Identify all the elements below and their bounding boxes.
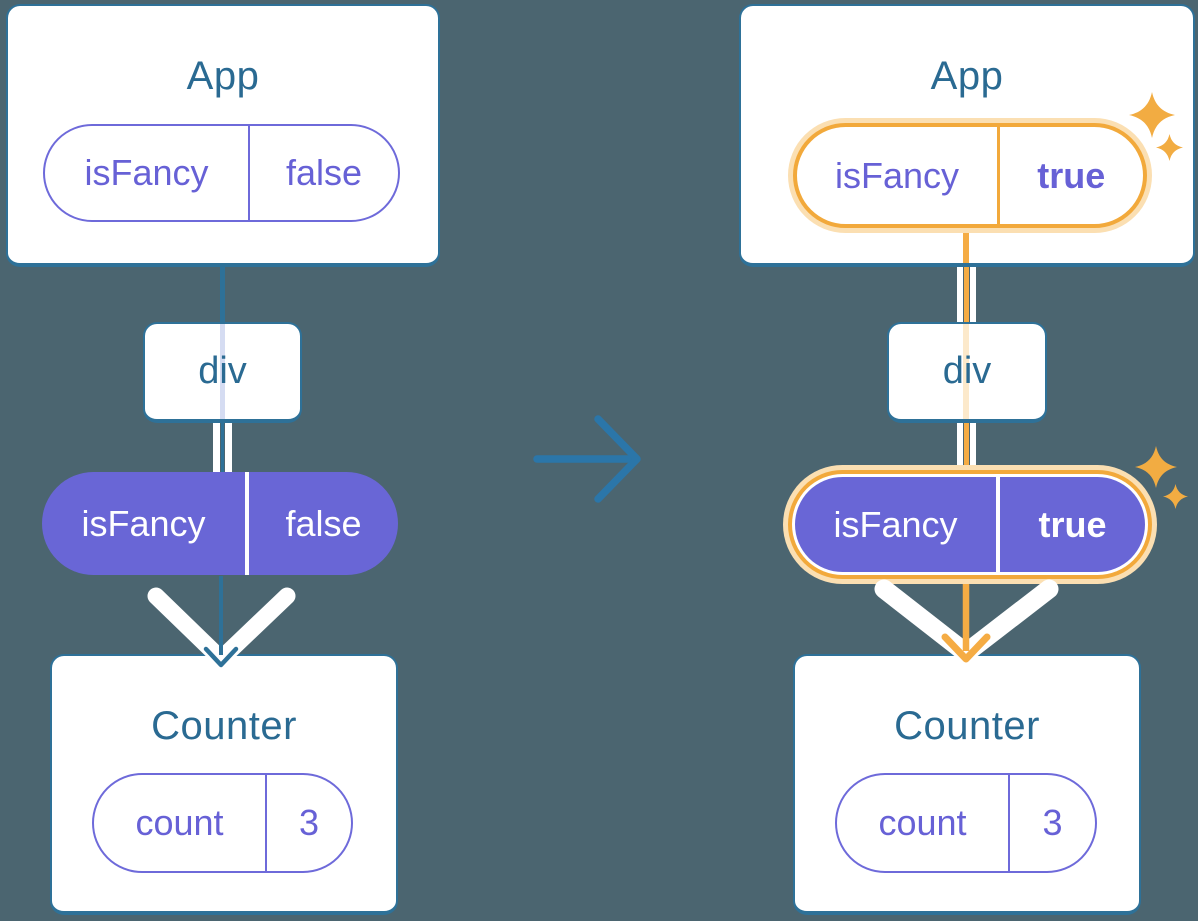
sparkle-icon-pill-large (1135, 446, 1177, 488)
left-pipe-white-2 (225, 420, 232, 474)
right-app-title: App (930, 54, 1004, 98)
right-arrow-icon (533, 415, 641, 503)
right-pipe-white-1 (956, 265, 963, 324)
left-app-title: App (186, 54, 260, 98)
pill-divider (248, 126, 250, 220)
state-value: 3 (1042, 802, 1063, 843)
left-chevron-pipe (147, 587, 296, 668)
right-pipe-core (963, 265, 969, 324)
right-pipe-core-2 (963, 420, 969, 479)
pill-divider (996, 477, 1000, 572)
prop-value: true (1037, 154, 1106, 196)
left-counter-title: Counter (151, 704, 297, 748)
prop-name: isFancy (833, 503, 958, 545)
pill-divider (1008, 775, 1010, 871)
sparkle-icon-pill-small (1163, 484, 1188, 509)
left-connector-app-div (220, 265, 225, 324)
left-counter-state-pill: count 3 (92, 773, 353, 873)
right-prop-pill-highlighted: isFancy true (795, 477, 1145, 572)
prop-name: isFancy (81, 502, 206, 544)
pill-divider (265, 775, 267, 871)
prop-value: true (1038, 503, 1107, 545)
left-prop-pill: isFancy false (42, 472, 398, 575)
state-name: count (135, 802, 224, 843)
right-counter-title: Counter (894, 704, 1040, 748)
sparkle-icon-app-large (1129, 92, 1175, 138)
right-pipe-white-2 (970, 265, 976, 324)
right-pipe-white-3 (956, 420, 963, 479)
left-app-prop-pill: isFancy false (43, 124, 400, 222)
right-app-inner-connector (963, 232, 969, 263)
left-pipe-core (220, 420, 224, 474)
prop-value: false (285, 152, 363, 193)
left-div-node: div (143, 322, 302, 423)
left-div-inner-line (220, 324, 225, 419)
pill-divider (997, 127, 1000, 224)
sparkle-icon-app-small (1156, 134, 1183, 161)
right-counter-state-pill: count 3 (835, 773, 1097, 873)
state-value: 3 (298, 802, 320, 843)
right-app-prop-pill-highlighted: isFancy true (793, 123, 1147, 228)
left-pipe-white-1 (213, 420, 220, 474)
prop-name: isFancy (834, 154, 960, 196)
right-div-label: div (942, 350, 992, 392)
right-div-inner-line (963, 324, 969, 419)
right-div-node: div (887, 322, 1047, 423)
pill-divider (245, 472, 249, 575)
prop-name: isFancy (84, 152, 209, 193)
prop-value: false (285, 502, 362, 544)
state-name: count (878, 802, 967, 843)
right-chevron-pipe (874, 579, 1059, 663)
right-pipe-white-4 (970, 420, 976, 479)
left-div-label: div (198, 350, 247, 392)
